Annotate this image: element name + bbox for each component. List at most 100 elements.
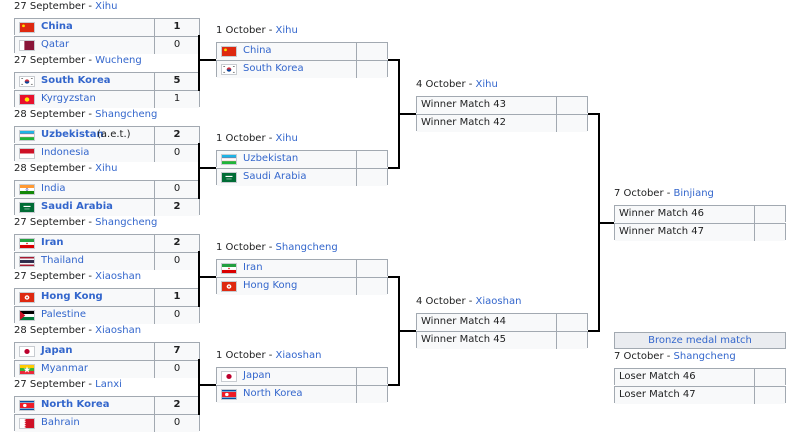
quarterfinal-match-venue[interactable]: Xihu xyxy=(275,25,298,36)
bronze-medal-title[interactable]: Bronze medal match xyxy=(614,332,786,349)
bracket-connector-line xyxy=(198,167,216,169)
iran-flag-icon xyxy=(221,263,237,274)
quarterfinal-match-venue[interactable]: Shangcheng xyxy=(275,242,338,253)
team-name[interactable]: Qatar xyxy=(41,39,70,50)
china-flag-icon xyxy=(221,46,237,57)
team-name[interactable]: Palestine xyxy=(41,309,87,320)
team-name[interactable]: North Korea xyxy=(41,399,110,410)
team-name[interactable]: China xyxy=(41,21,73,32)
round1-match-header: 27 September - Shangcheng xyxy=(14,217,158,228)
bronze-match-score xyxy=(755,369,785,386)
round1-match-team-cell: Saudi Arabia xyxy=(15,199,155,216)
final-match-score xyxy=(755,224,785,241)
bronze-match-team-cell: Loser Match 47 xyxy=(615,387,755,404)
round1-match-header: 27 September - Lanxi xyxy=(14,379,122,390)
team-name: Winner Match 44 xyxy=(421,316,506,327)
quarterfinal-match-date: 1 October xyxy=(216,133,266,144)
round1-match-venue[interactable]: Shangcheng xyxy=(95,109,158,120)
bracket-connector-line xyxy=(598,222,614,224)
team-name[interactable]: Saudi Arabia xyxy=(41,201,113,212)
quarterfinal-match-team-cell: Iran xyxy=(217,260,357,277)
round1-match-venue[interactable]: Xiaoshan xyxy=(95,325,142,336)
hongkong-flag-icon xyxy=(221,281,237,292)
final-match-team-cell: Winner Match 47 xyxy=(615,224,755,241)
quarterfinal-match-venue[interactable]: Xiaoshan xyxy=(275,350,322,361)
bronze-match-score xyxy=(755,387,785,404)
team-name[interactable]: China xyxy=(243,45,272,56)
bahrain-flag-icon xyxy=(19,418,35,429)
quarterfinal-match-score xyxy=(357,151,387,168)
semifinal-match-score xyxy=(557,115,587,132)
quarterfinal-match-row: South Korea xyxy=(216,60,388,78)
semifinal-match-header: 4 October - Xiaoshan xyxy=(416,296,522,307)
japan-flag-icon xyxy=(19,346,35,357)
round1-match-venue[interactable]: Xihu xyxy=(95,1,118,12)
semifinal-match-venue[interactable]: Xihu xyxy=(475,79,498,90)
team-name[interactable]: Kyrgyzstan xyxy=(41,93,96,104)
round1-match-header: 28 September - Xiaoshan xyxy=(14,325,142,336)
uzbekistan-flag-icon xyxy=(19,130,35,141)
bracket-connector-line xyxy=(388,167,398,169)
round1-match-venue[interactable]: Xiaoshan xyxy=(95,271,142,282)
team-name[interactable]: Iran xyxy=(243,262,263,273)
quarterfinal-match-row: Japan xyxy=(216,367,388,385)
team-name[interactable]: South Korea xyxy=(41,75,111,86)
team-name[interactable]: Uzbekistan xyxy=(41,129,104,140)
round1-match-score: 2 xyxy=(155,397,199,414)
quarterfinal-match-score xyxy=(357,169,387,186)
bracket-connector-line xyxy=(198,359,200,415)
palestine-flag-icon xyxy=(19,310,35,321)
bronze-match-row: Loser Match 46 xyxy=(614,368,786,386)
team-name[interactable]: Indonesia xyxy=(41,147,90,158)
team-name[interactable]: Japan xyxy=(243,370,271,381)
round1-match-venue[interactable]: Lanxi xyxy=(95,379,122,390)
semifinal-match-team-cell: Winner Match 43 xyxy=(417,97,557,114)
semifinal-match-row: Winner Match 45 xyxy=(416,331,588,349)
china-flag-icon xyxy=(19,22,35,33)
round1-match-header: 27 September - Wucheng xyxy=(14,55,142,66)
round1-match-row: Kyrgyzstan 1 xyxy=(14,90,200,108)
team-name[interactable]: Japan xyxy=(41,345,73,356)
team-name[interactable]: South Korea xyxy=(243,63,304,74)
quarterfinal-match-venue[interactable]: Xihu xyxy=(275,133,298,144)
quarterfinal-match-team-cell: Uzbekistan xyxy=(217,151,357,168)
quarterfinal-match-row: Iran xyxy=(216,259,388,277)
team-name[interactable]: Iran xyxy=(41,237,64,248)
semifinal-match-venue[interactable]: Xiaoshan xyxy=(475,296,522,307)
semifinal-match-team-cell: Winner Match 45 xyxy=(417,332,557,349)
team-name: Winner Match 42 xyxy=(421,117,506,128)
team-name[interactable]: Saudi Arabia xyxy=(243,171,307,182)
team-name[interactable]: Hong Kong xyxy=(41,291,103,302)
quarterfinal-match-row: Saudi Arabia xyxy=(216,168,388,186)
round1-match-venue[interactable]: Wucheng xyxy=(95,55,142,66)
team-name: Winner Match 45 xyxy=(421,334,506,345)
team-name[interactable]: Thailand xyxy=(41,255,84,266)
saudi-flag-icon xyxy=(19,202,35,213)
round1-match-team-cell: Japan xyxy=(15,343,155,360)
bracket-connector-line xyxy=(588,330,598,332)
team-name[interactable]: India xyxy=(41,183,66,194)
team-name[interactable]: Hong Kong xyxy=(243,280,298,291)
round1-match-venue[interactable]: Shangcheng xyxy=(95,217,158,228)
bronze-match-venue[interactable]: Shangcheng xyxy=(673,351,736,362)
round1-match-row: Uzbekistan(a.e.t.)2 xyxy=(14,126,200,144)
iran-flag-icon xyxy=(19,238,35,249)
final-match-score xyxy=(755,206,785,223)
hongkong-flag-icon xyxy=(19,292,35,303)
team-name[interactable]: Myanmar xyxy=(41,363,88,374)
round1-match-date: 28 September xyxy=(14,109,86,120)
myanmar-flag-icon xyxy=(19,364,35,375)
team-name[interactable]: North Korea xyxy=(243,388,303,399)
qatar-flag-icon xyxy=(19,40,35,51)
round1-match-team-cell: Thailand xyxy=(15,253,155,270)
semifinal-match-date: 4 October xyxy=(416,79,466,90)
round1-match-venue[interactable]: Xihu xyxy=(95,163,118,174)
team-name[interactable]: Uzbekistan xyxy=(243,153,299,164)
round1-match-score: 1 xyxy=(155,91,199,108)
team-name[interactable]: Bahrain xyxy=(41,417,80,428)
round1-match-score: 7 xyxy=(155,343,199,360)
final-match-venue[interactable]: Binjiang xyxy=(673,188,714,199)
